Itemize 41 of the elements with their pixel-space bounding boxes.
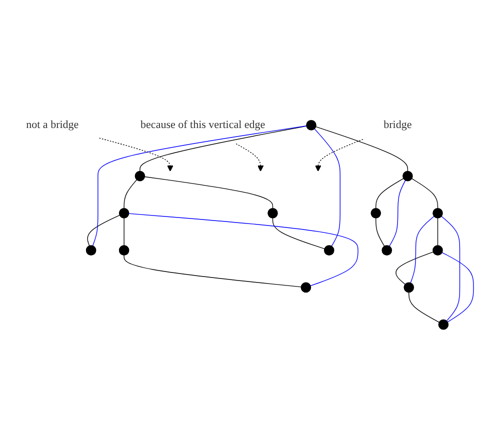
- graph-edge: [376, 178, 404, 209]
- vertex-dot: [382, 245, 392, 256]
- vertex-dot: [438, 319, 449, 330]
- vertex-dot: [370, 208, 382, 218]
- graph-edge: [315, 126, 408, 172]
- vertex-dot: [268, 208, 278, 218]
- graph-edge: [408, 292, 440, 323]
- vertex-dot: [118, 245, 130, 256]
- vertex-dot: [432, 245, 443, 256]
- graph-edge: [441, 216, 460, 322]
- annotation-text: bridge: [384, 119, 412, 131]
- vertex-dot: [404, 282, 414, 293]
- leader-arrow: [315, 138, 364, 172]
- graph-edge: [410, 216, 434, 284]
- graph-edge: [376, 218, 385, 247]
- graph-edge: [144, 176, 274, 209]
- graph-edge: [92, 126, 307, 246]
- graph-edge: [124, 179, 138, 209]
- leader-arrow: [236, 143, 264, 172]
- graph-edge: [314, 128, 340, 247]
- leader-arrow: [98, 138, 174, 172]
- graph-edge: [128, 213, 358, 286]
- vertex-dot: [306, 120, 316, 130]
- vertex-dot: [324, 245, 334, 256]
- annotation-text: because of this vertical edge: [140, 119, 266, 131]
- graph-edge: [396, 252, 434, 285]
- graph-edge: [124, 254, 302, 288]
- annotation-text: not a bridge: [26, 119, 79, 131]
- graph-edge: [437, 218, 438, 246]
- graph-edge: [272, 218, 325, 250]
- vertex-dot: [432, 208, 443, 218]
- graph-edge: [140, 126, 307, 172]
- graph-edge: [411, 178, 438, 209]
- vertex-dot: [86, 245, 96, 256]
- vertex-dot: [402, 170, 413, 182]
- vertex-dot: [118, 208, 130, 218]
- graph-edge: [442, 252, 474, 322]
- graph-edge: [388, 180, 406, 247]
- vertex-dot: [300, 282, 312, 293]
- vertex-dot: [134, 170, 146, 182]
- graph-edge: [87, 214, 120, 246]
